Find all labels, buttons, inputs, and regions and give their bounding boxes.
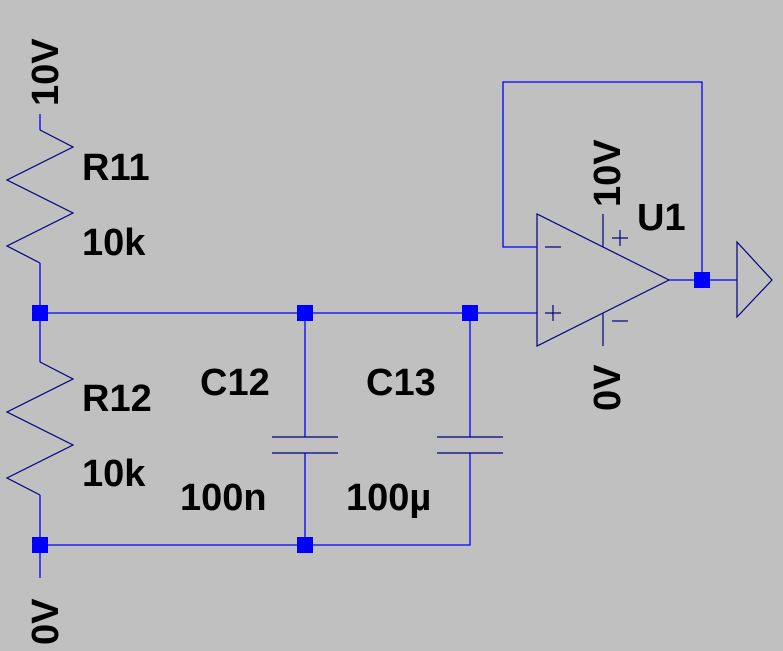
- junction-node[interactable]: [694, 272, 710, 288]
- junction-node[interactable]: [462, 305, 478, 321]
- r12-ref-label: R12: [82, 378, 152, 420]
- junction-node[interactable]: [32, 537, 48, 553]
- junction-node[interactable]: [297, 537, 313, 553]
- wire-ground-net: [40, 453, 471, 546]
- output-flag-icon[interactable]: [736, 240, 773, 319]
- resistor-r11[interactable]: [5, 114, 75, 313]
- opamp-vminus-label: 0V: [587, 364, 629, 411]
- resistor-r12-zigzag: [5, 361, 75, 496]
- resistor-r11-zigzag: [5, 129, 75, 264]
- c12-ref-label: C12: [200, 362, 270, 404]
- junction-node[interactable]: [297, 305, 313, 321]
- r11-ref-label: R11: [82, 147, 150, 189]
- junction-node[interactable]: [32, 305, 48, 321]
- capacitor-c13[interactable]: [437, 313, 503, 454]
- opamp-ref-label: U1: [637, 197, 686, 239]
- r11-value-label: 10k: [82, 222, 146, 264]
- r12-value-label: 10k: [82, 453, 146, 495]
- opamp-u1[interactable]: [536, 213, 671, 347]
- c13-ref-label: C13: [366, 362, 436, 404]
- wire-feedback: [502, 81, 703, 280]
- capacitor-c12[interactable]: [272, 313, 338, 545]
- opamp-vplus-label: 10V: [587, 139, 629, 207]
- c12-value-label: 100n: [180, 477, 267, 519]
- resistor-r12[interactable]: [5, 313, 75, 578]
- ground-label-bottom: 0V: [25, 598, 67, 645]
- c13-value-label: 100µ: [346, 477, 431, 519]
- supply-label-top: 10V: [25, 38, 67, 106]
